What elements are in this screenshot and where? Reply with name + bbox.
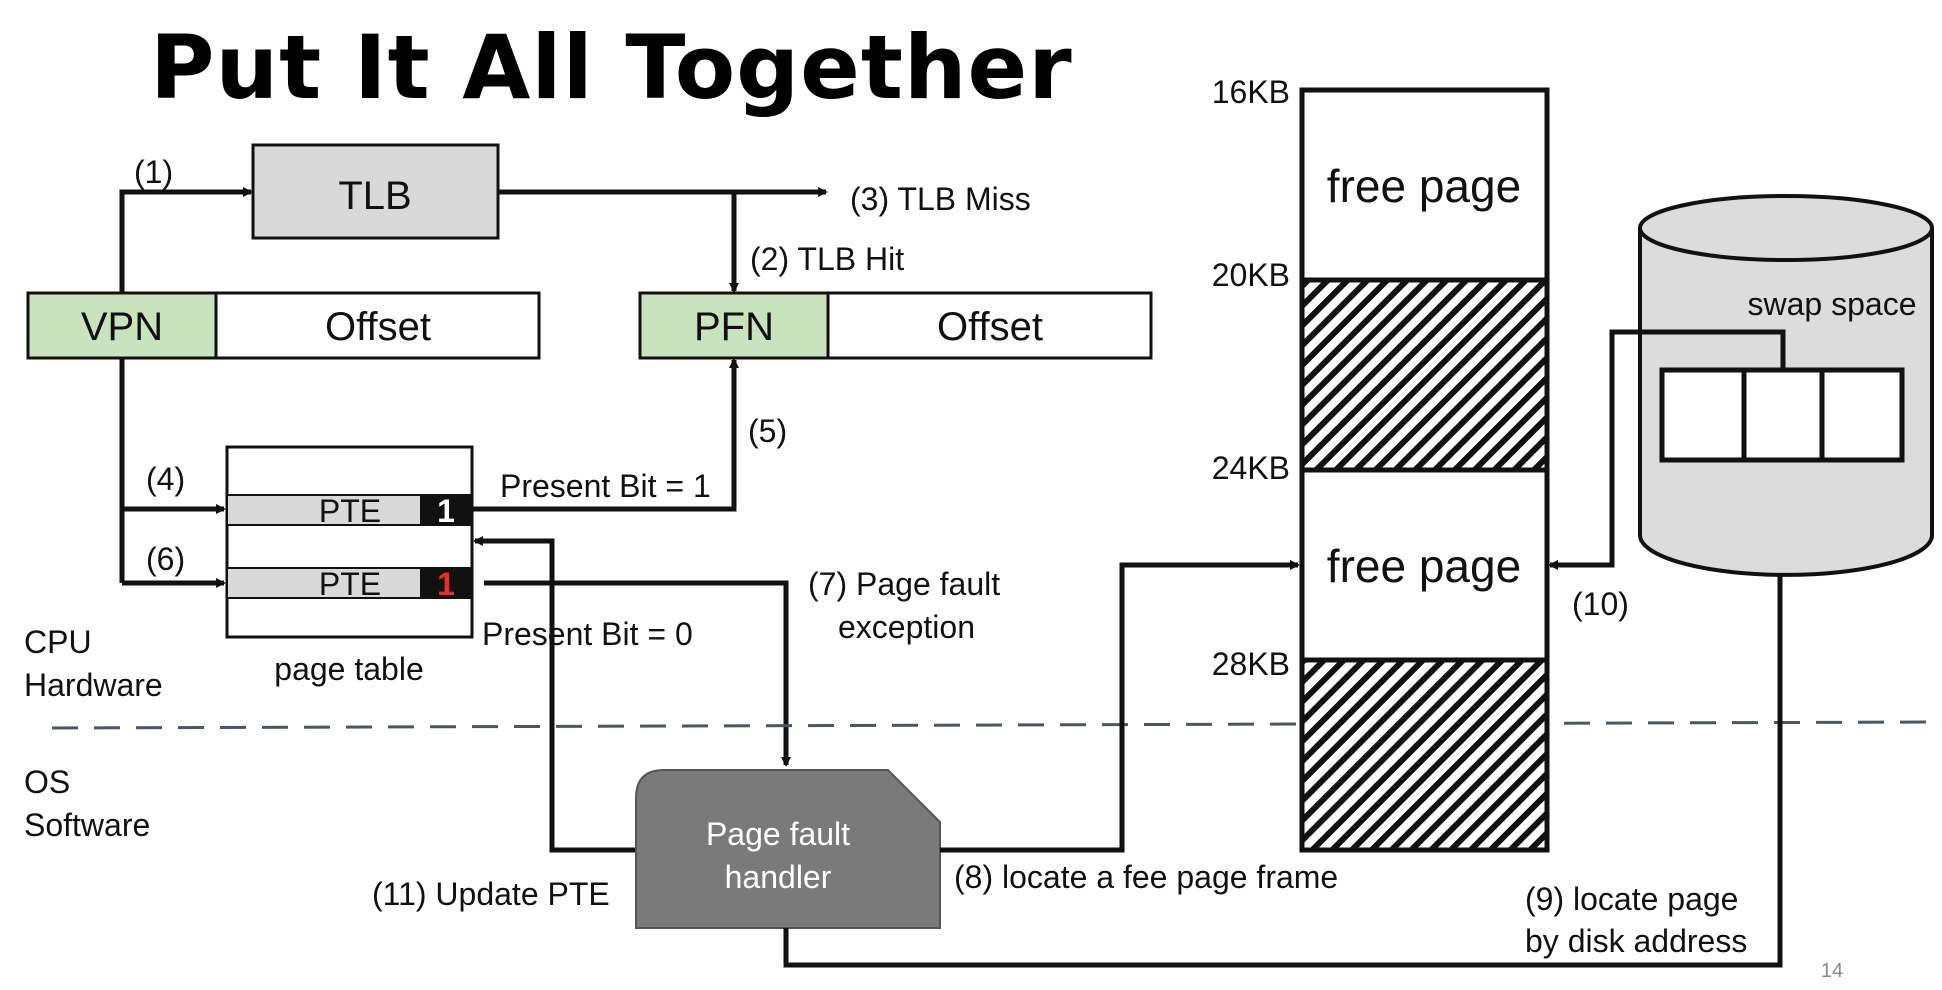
- arrow-7: [484, 580, 791, 767]
- pte-1-label: PTE: [319, 493, 381, 529]
- pfn-label: PFN: [694, 305, 774, 349]
- tlb-label: TLB: [338, 174, 411, 218]
- present-bit-0-label: Present Bit = 0: [482, 616, 693, 652]
- step-11-label: (11) Update PTE: [372, 876, 610, 912]
- tlb-box: [251, 143, 500, 240]
- page-title: Put It All Together: [150, 16, 1073, 119]
- step-9-label-line1: (9) locate page: [1525, 881, 1738, 917]
- step-6-label: (6): [146, 541, 185, 577]
- va-offset-box: [214, 291, 541, 360]
- page-table-box: [225, 445, 474, 639]
- step-2-label: (2) TLB Hit: [750, 241, 904, 277]
- memory-frame-20kb: [1299, 277, 1550, 473]
- present-bit-1-label: Present Bit = 1: [500, 468, 711, 504]
- step-3-label: (3) TLB Miss: [850, 181, 1031, 217]
- step-7-label-line1: (7) Page fault: [808, 566, 1000, 602]
- addr-28kb: 28KB: [1212, 646, 1290, 682]
- arrow-9: [783, 460, 1785, 968]
- memory-frame-28kb: [1299, 657, 1550, 853]
- step-9-label-line2: by disk address: [1525, 923, 1747, 959]
- swap-slot-3: [1819, 367, 1905, 463]
- vpn-box: [26, 291, 218, 360]
- handler-label-line2: handler: [725, 859, 832, 895]
- memory-frame-24kb: [1299, 467, 1550, 663]
- pte-2-bit-cell: [420, 568, 472, 598]
- vpn-label: VPN: [81, 305, 163, 349]
- step-1-label: (1): [134, 154, 173, 190]
- pa-offset-label: Offset: [937, 305, 1043, 349]
- pte-1-bit: 1: [437, 493, 455, 529]
- arrow-1: [119, 187, 253, 293]
- arrow-11: [473, 536, 636, 853]
- handler-label-line1: Page fault: [706, 816, 850, 852]
- memory-free-page-2: free page: [1327, 540, 1521, 592]
- va-offset-label: Offset: [325, 305, 431, 349]
- pte-1-bit-cell: [420, 495, 472, 525]
- arrow-8: [940, 560, 1300, 853]
- arrow-5: [472, 358, 739, 512]
- swap-space-label: swap space: [1748, 286, 1917, 322]
- memory-frame-16kb: [1299, 87, 1550, 283]
- addr-16kb: 16KB: [1212, 74, 1290, 110]
- step-4-label: (4): [146, 461, 185, 497]
- pa-offset-box: [826, 291, 1153, 360]
- addr-24kb: 24KB: [1212, 450, 1290, 486]
- cpu-layer-line2: Hardware: [24, 667, 163, 703]
- os-layer-line1: OS: [24, 764, 70, 800]
- memory-free-page-1: free page: [1327, 160, 1521, 212]
- arrow-10: [1548, 329, 1786, 570]
- step-10-label: (10): [1572, 586, 1629, 622]
- swap-slot-2: [1741, 367, 1825, 463]
- page-fault-handler: [635, 769, 941, 929]
- swap-slot-1: [1659, 367, 1747, 463]
- step-7-label-line2: exception: [838, 609, 975, 645]
- page-table-caption: page table: [274, 651, 423, 687]
- step-8-label: (8) locate a fee page frame: [954, 859, 1338, 895]
- pte-2-label: PTE: [319, 566, 381, 602]
- step-5-label: (5): [748, 413, 787, 449]
- hw-sw-divider: [51, 720, 1942, 730]
- os-layer-line2: Software: [24, 807, 150, 843]
- addr-20kb: 20KB: [1212, 257, 1290, 293]
- pte-2-bit: 1: [437, 566, 455, 602]
- cpu-layer-line1: CPU: [24, 624, 92, 660]
- page-number: 14: [1821, 960, 1843, 982]
